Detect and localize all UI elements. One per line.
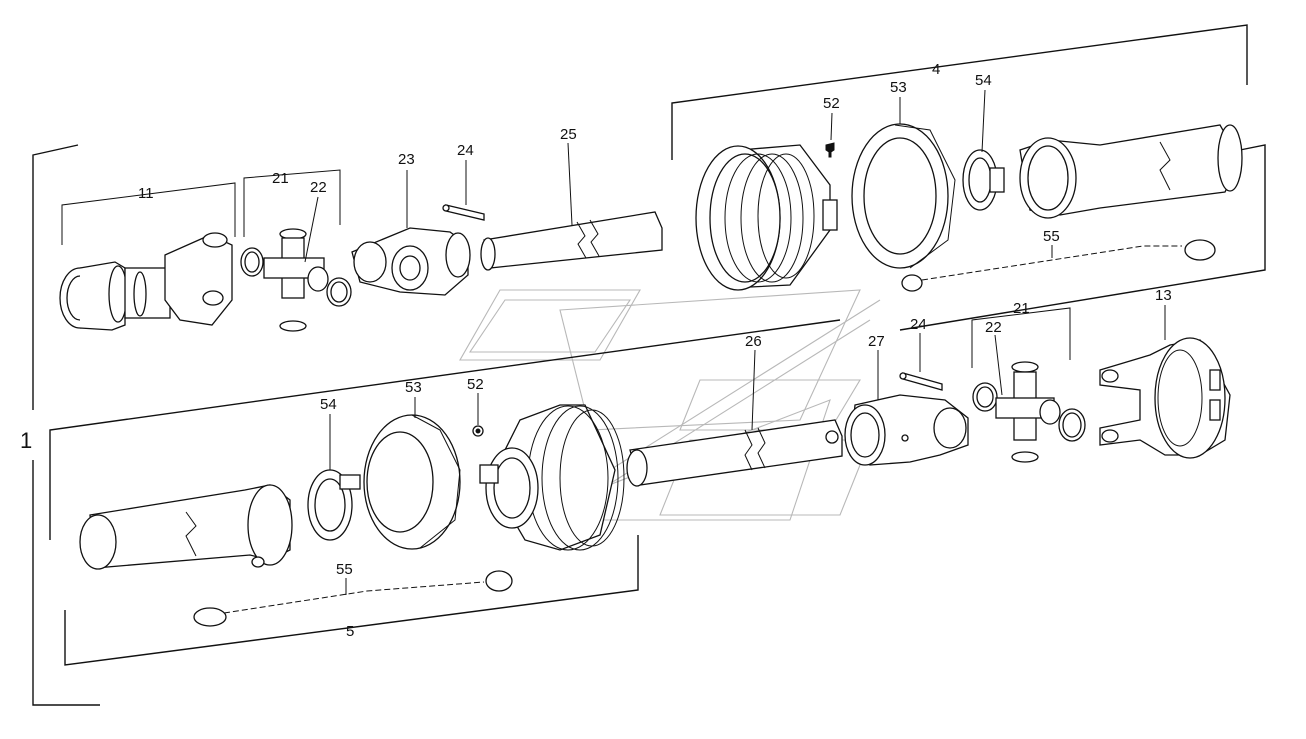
label-23: 23 bbox=[398, 151, 415, 168]
part-23-inner-yoke bbox=[351, 227, 471, 296]
label-21-upper: 21 bbox=[272, 170, 289, 187]
label-21-lower: 21 bbox=[1013, 300, 1030, 317]
part-13-ratchet-yoke bbox=[1099, 337, 1231, 459]
part-guard-cone-upper bbox=[695, 144, 838, 291]
label-26: 26 bbox=[745, 333, 762, 350]
part-53-bearing-ring-lower bbox=[363, 414, 461, 550]
bracket-assembly-1: 1 bbox=[20, 144, 100, 706]
label-25: 25 bbox=[560, 126, 577, 143]
label-11: 11 bbox=[138, 185, 154, 202]
part-53-bearing-ring-upper bbox=[851, 123, 956, 269]
label-55-upper: 55 bbox=[1043, 228, 1060, 245]
leader-11 bbox=[61, 182, 236, 245]
label-13: 13 bbox=[1155, 287, 1172, 304]
label-54-upper: 54 bbox=[975, 72, 992, 89]
part-11-yoke-collar bbox=[59, 232, 233, 331]
part-55-chain-upper bbox=[901, 239, 1216, 292]
leader-21-upper bbox=[243, 169, 341, 237]
part-52-screw-lower bbox=[472, 425, 484, 437]
part-26-outer-tube bbox=[626, 419, 843, 487]
part-guard-cone-lower bbox=[479, 404, 625, 551]
part-54-bearing-clip-lower bbox=[307, 469, 361, 541]
part-54-bearing-clip-upper bbox=[962, 149, 1005, 211]
leader-54-upper bbox=[981, 89, 986, 153]
part-guard-tube-lower bbox=[79, 484, 293, 570]
bracket-5: 5 bbox=[64, 535, 639, 666]
bracket-4: 4 bbox=[671, 24, 1248, 160]
leader-25 bbox=[567, 142, 573, 226]
part-27-outer-yoke bbox=[844, 394, 969, 466]
leader-26 bbox=[751, 349, 756, 431]
outline-lower-left bbox=[49, 319, 841, 540]
label-53-upper: 53 bbox=[890, 79, 907, 96]
label-27: 27 bbox=[868, 333, 885, 350]
label-22-upper: 22 bbox=[310, 179, 327, 196]
part-21-22-cross-upper bbox=[240, 228, 352, 332]
label-5: 5 bbox=[346, 623, 354, 640]
part-25-inner-tube bbox=[480, 211, 663, 271]
part-21-22-cross-lower bbox=[972, 361, 1086, 463]
label-55-lower: 55 bbox=[336, 561, 353, 578]
leader-21-lower bbox=[971, 307, 1071, 368]
label-24-upper: 24 bbox=[457, 142, 474, 159]
label-52-upper: 52 bbox=[823, 95, 840, 112]
part-guard-tube-upper bbox=[1019, 124, 1243, 219]
label-53-lower: 53 bbox=[405, 379, 422, 396]
leader-52-upper bbox=[830, 112, 833, 141]
part-24-pin-lower bbox=[899, 372, 943, 391]
label-52-lower: 52 bbox=[467, 376, 484, 393]
label-22-lower: 22 bbox=[985, 319, 1002, 336]
outline-upper-right bbox=[899, 144, 1266, 331]
label-54-lower: 54 bbox=[320, 396, 337, 413]
label-24-lower: 24 bbox=[910, 316, 927, 333]
leader-22-lower bbox=[994, 334, 1003, 396]
label-4: 4 bbox=[932, 61, 940, 78]
part-55-chain-lower bbox=[193, 570, 513, 627]
part-52-screw-upper bbox=[825, 142, 835, 158]
leader-22-upper bbox=[304, 196, 319, 263]
label-1: 1 bbox=[20, 428, 32, 453]
part-24-pin-upper bbox=[442, 204, 485, 221]
